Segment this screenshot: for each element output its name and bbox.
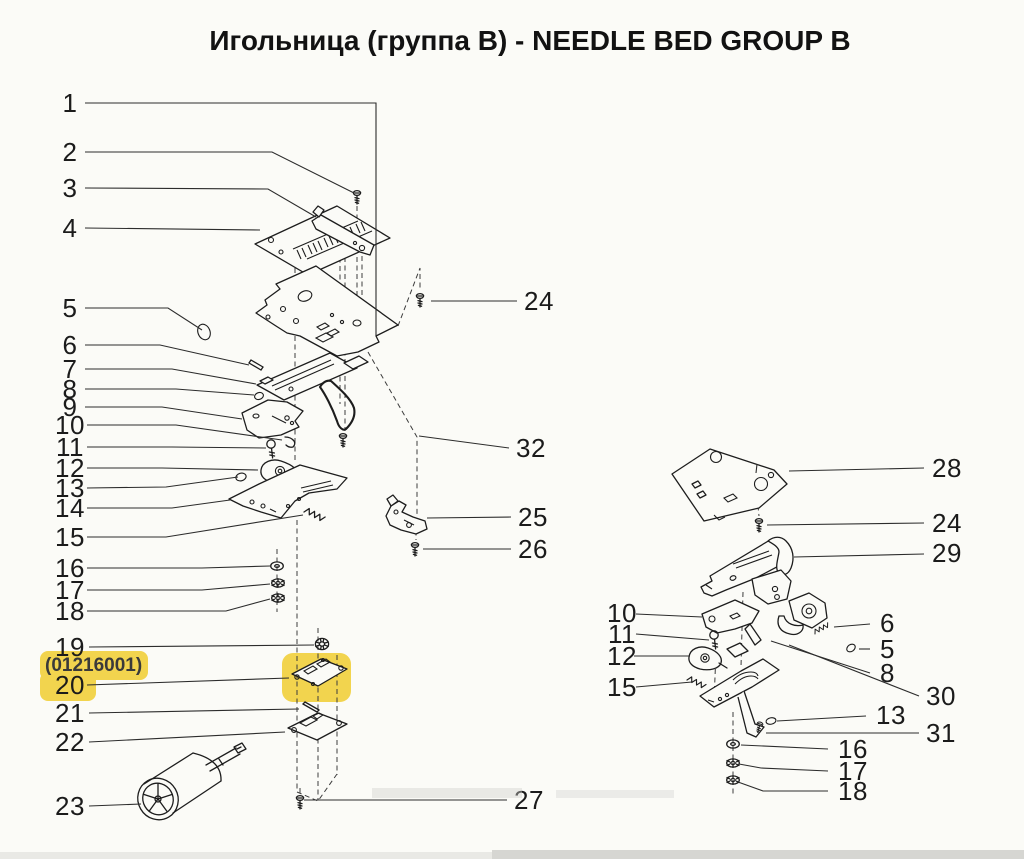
callout-24: 24 [524,286,554,316]
part-23-motor [137,742,247,821]
part-15-spring [303,506,326,523]
callout-6-right: 6 [880,608,895,638]
part-13-oval-right [765,717,777,725]
callout-25: 25 [518,502,548,532]
callout-15: 15 [55,522,85,552]
callout-2: 2 [63,137,78,167]
callout-18-right: 18 [838,776,868,806]
page-title: Игольница (группа B) - NEEDLE BED GROUP … [209,25,850,56]
part-5-oval [197,323,211,341]
part-19-nut [314,637,330,651]
callout-13: 13 [55,473,85,503]
callout-11: 11 [56,432,84,462]
callout-17: 17 [55,575,85,605]
part-8-oval [254,391,264,401]
callout-10-right: 10 [607,598,637,628]
callout-8-right: 8 [880,658,895,688]
callout-4: 4 [63,213,78,243]
callout-1: 1 [63,88,78,118]
part-24-screw-left [415,292,425,308]
callout-26: 26 [518,534,548,564]
part-31-plate [699,658,780,738]
part-25-bracket [385,494,428,535]
part-blade [318,379,356,431]
highlighted-part-code: (01216001) [45,655,142,676]
callout-12-right: 12 [607,641,637,671]
callout-28-right: 28 [932,453,962,483]
callout-16-right: 16 [838,734,868,764]
callout-10: 10 [55,410,85,440]
left-view-leader-lines [84,102,517,807]
part-26-screw [410,541,420,557]
callout-32: 32 [516,433,546,463]
callout-12: 12 [55,453,85,483]
callout-31-right: 31 [926,718,956,748]
part-29-lever-assembly [700,536,828,636]
scan-artifacts [0,788,1024,859]
part-9-plate [241,399,304,439]
part-6-pin [248,359,264,371]
part-28-plate [671,448,788,522]
callout-20: 20 [55,670,85,700]
callout-21: 21 [55,698,85,728]
callout-3: 3 [63,173,78,203]
callout-27: 27 [514,785,544,815]
left-view-parts [137,189,428,821]
callout-8: 8 [63,374,78,404]
callout-11-right: 11 [608,619,636,649]
part-27-screw [295,794,305,810]
callout-30-right: 30 [926,681,956,711]
callout-6: 6 [63,330,78,360]
callout-24-right: 24 [932,508,962,538]
callout-7: 7 [63,354,78,384]
callout-29-right: 29 [932,538,962,568]
part-5-oval-right [846,643,856,653]
part-12-cam-right [688,646,728,671]
callout-16: 16 [55,553,85,583]
part-2-screw [352,189,362,205]
highlight-callout-box [40,672,96,701]
callout-5-right: 5 [880,634,895,664]
callout-14: 14 [55,493,85,523]
part-11-ball-screw [266,439,276,459]
part-18-nut [271,593,285,603]
part-10-clip [284,436,296,448]
left-view-callouts: 1 2 3 4 5 6 7 8 9 10 11 12 13 14 15 16 1… [45,88,554,821]
part-22-holder [287,712,348,741]
part-20-plate-highlighted [291,657,348,687]
part-10-plate-right [701,599,762,646]
part-24-screw-right [754,517,764,533]
callout-19: 19 [55,632,85,662]
part-21-pin [302,701,320,713]
callout-18: 18 [55,596,85,626]
callout-22: 22 [55,727,85,757]
right-view-callouts: 28 24 29 6 5 8 30 13 31 10 11 12 15 16 1… [607,453,962,806]
right-view-parts [671,448,856,785]
right-view-leader-lines [634,467,925,792]
callout-9: 9 [63,392,78,422]
callout-13-right: 13 [876,700,906,730]
callout-5: 5 [63,293,78,323]
part-32-screw [338,432,348,448]
callout-15-right: 15 [607,672,637,702]
part-14-plate [228,464,348,519]
part-link-bar [726,642,749,658]
part-17-lock-washer [271,578,285,588]
part-13-oval [235,472,247,482]
part-1-base-plate [255,265,399,357]
callout-17-right: 17 [838,756,868,786]
part-3-arm [311,205,375,256]
callout-23: 23 [55,791,85,821]
part-7-rail [256,352,369,401]
